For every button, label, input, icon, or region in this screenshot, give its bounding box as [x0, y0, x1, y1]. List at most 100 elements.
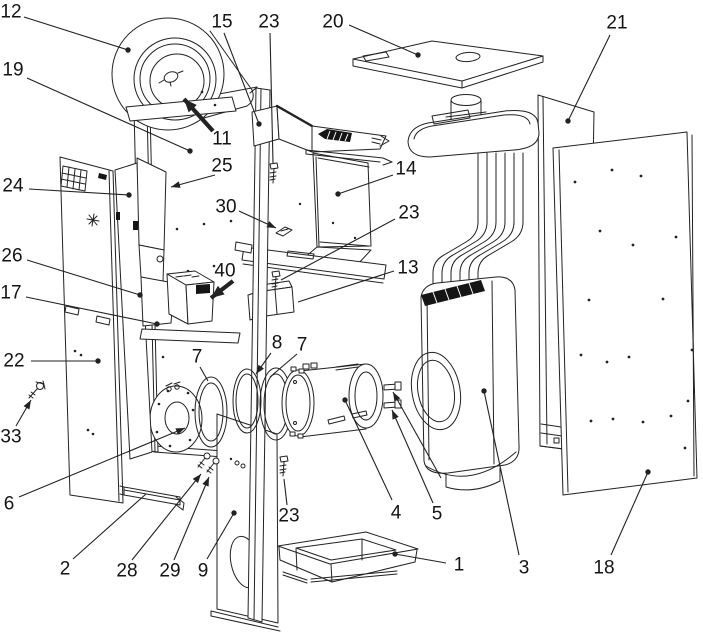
- callout-26-dot: [137, 292, 143, 298]
- callout-label-2-8: 2: [60, 559, 71, 580]
- junction-box-40: [139, 270, 241, 344]
- callout-3-dot: [481, 388, 487, 394]
- callout-14-dot: [335, 191, 341, 197]
- callout-label-20-18: 20: [322, 12, 343, 33]
- callout-21-leader-0: [567, 34, 611, 122]
- callout-33-arrowhead: [23, 400, 31, 410]
- callout-label-28-9: 28: [116, 561, 137, 582]
- callout-7-leader-0: [269, 353, 298, 378]
- callout-3-leader-0: [483, 390, 520, 556]
- corner-post: [247, 87, 271, 623]
- callout-20-dot: [415, 52, 421, 58]
- side-panel-large: [552, 131, 698, 496]
- callout-5-leader-1: [392, 391, 442, 479]
- callout-19-leader-0: [26, 77, 191, 152]
- callout-15-leader-0: [223, 32, 260, 125]
- inner-panel-strip: [114, 162, 153, 460]
- callout-label-23-17: 23: [258, 12, 279, 33]
- callout-6-leader-0: [18, 427, 186, 498]
- callout-label-18-31: 18: [593, 558, 614, 579]
- callout-23-leader-0: [280, 218, 396, 281]
- blower-scroll-housing: [167, 30, 254, 129]
- ring-8: [232, 368, 262, 434]
- inducer-and-rings: [149, 362, 402, 453]
- clip-30: [275, 226, 293, 237]
- callout-1-dot: [392, 551, 398, 557]
- heat-exchanger: [407, 94, 540, 491]
- heat-exchanger-drum: [410, 276, 520, 491]
- callout-label-40-15: 40: [214, 261, 235, 282]
- callout-20-leader-0: [348, 24, 419, 56]
- callout-22-dot: [95, 358, 101, 364]
- callout-28-leader-0: [131, 473, 202, 561]
- callout-40-arrowhead: [211, 285, 225, 298]
- screw-28: [197, 452, 211, 469]
- callout-21-dot: [565, 118, 571, 124]
- front-door-panel-22: [59, 156, 124, 504]
- callout-label-9-11: 9: [198, 561, 209, 582]
- bracket-plate-15: [251, 105, 280, 147]
- callout-12-dot: [125, 47, 131, 53]
- callout-label-23-26: 23: [278, 506, 299, 527]
- mounting-bolts-5: [383, 381, 402, 409]
- callout-label-23-21: 23: [398, 203, 419, 224]
- callout-14-leader-0: [337, 174, 394, 195]
- callout-label-8-24: 8: [272, 333, 283, 354]
- screw-23-top: [269, 162, 279, 184]
- lower-front-panel-9: [210, 413, 281, 632]
- lower-shelf: [234, 241, 387, 284]
- callout-28-arrowhead: [192, 474, 201, 484]
- callout-2-leader-0: [72, 493, 147, 560]
- lower-mid-panel-26: [140, 276, 175, 327]
- callout-17-dot: [154, 321, 160, 327]
- callout-9-leader-0: [206, 512, 235, 560]
- base-pan-1: [277, 531, 419, 584]
- top-panel: [352, 40, 544, 89]
- blower-motor-hub: [158, 70, 184, 87]
- callout-label-5-28: 5: [432, 504, 443, 525]
- callout-label-7-23: 7: [192, 347, 203, 368]
- callout-label-1-29: 1: [454, 555, 465, 576]
- callout-29-arrowhead: [202, 477, 209, 487]
- callout-label-3-30: 3: [519, 558, 530, 579]
- callout-5-leader-0: [391, 409, 434, 504]
- callout-23-leader-0: [283, 478, 288, 506]
- callout-label-6-7: 6: [4, 494, 15, 515]
- callout-label-17-4: 17: [0, 283, 21, 304]
- callout-label-26-3: 26: [1, 246, 22, 267]
- callout-label-33-6: 33: [0, 427, 21, 448]
- callout-18-leader-0: [610, 471, 649, 556]
- callout-30-arrowhead: [266, 221, 276, 228]
- callout-19-dot: [187, 148, 193, 154]
- callout-label-13-22: 13: [397, 258, 418, 279]
- screw-hole-dots: [573, 168, 694, 450]
- gasket-ring-7-left: [194, 376, 228, 448]
- upper-bracket-assembly: [251, 104, 393, 477]
- callout-23-leader-0: [269, 32, 274, 164]
- callout-4-dot: [342, 397, 348, 403]
- callout-label-19-1: 19: [2, 60, 23, 81]
- mounting-plate-6: [149, 381, 203, 453]
- callout-label-12-0: 12: [0, 2, 21, 23]
- callout-label-25-13: 25: [211, 156, 232, 177]
- knob: [156, 255, 164, 263]
- callout-29-leader-0: [173, 476, 210, 561]
- blower-door-25: [136, 157, 167, 251]
- callout-24-dot: [126, 192, 132, 198]
- callout-label-29-10: 29: [159, 561, 180, 582]
- callout-label-21-19: 21: [606, 13, 627, 34]
- callout-13-leader-0: [297, 270, 395, 303]
- rating-label-grid: [60, 165, 88, 192]
- callout-1-leader-0: [394, 553, 447, 564]
- callout-9-dot: [231, 510, 237, 516]
- callout-11-arrowhead: [184, 99, 197, 113]
- heat-exchanger-header: [407, 109, 540, 158]
- heat-exchanger-tubes: [432, 152, 524, 288]
- snowflake-mark: [86, 213, 100, 227]
- callout-label-22-5: 22: [3, 351, 24, 372]
- callout-label-15-16: 15: [211, 12, 232, 33]
- callout-5-arrowhead: [392, 410, 399, 420]
- duct-box-14: [302, 152, 372, 266]
